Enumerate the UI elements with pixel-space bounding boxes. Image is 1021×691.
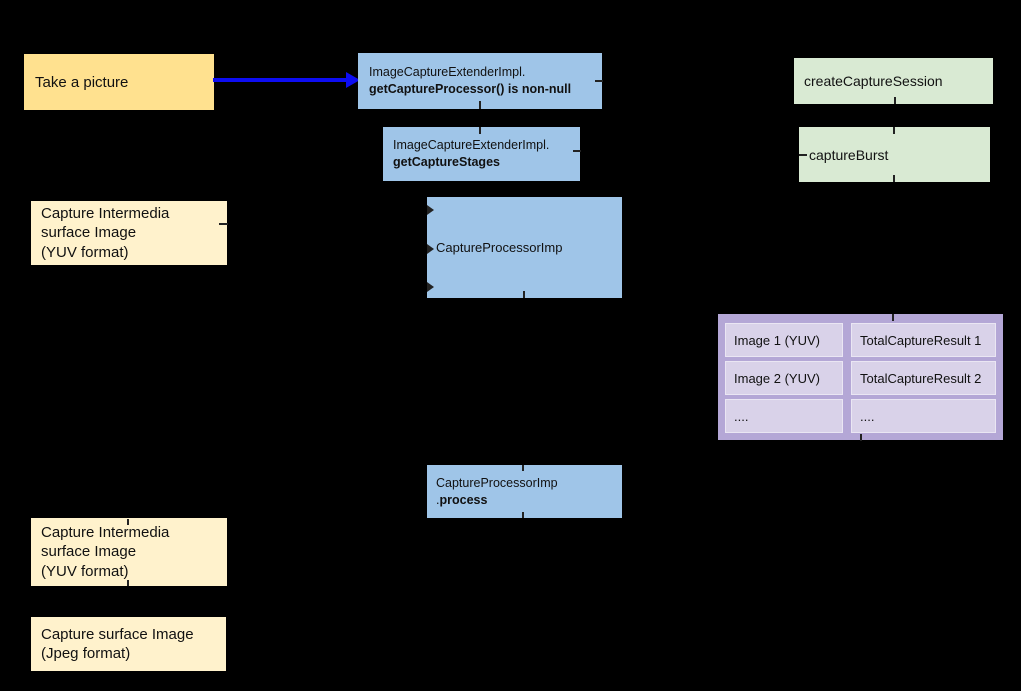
burst-results-table: Image 1 (YUV) TotalCaptureResult 1 Image… bbox=[718, 314, 1003, 440]
flow-arrow-head-icon bbox=[346, 72, 360, 88]
connector-tick bbox=[127, 519, 129, 525]
get-capture-processor-node: ImageCaptureExtenderImpl. getCaptureProc… bbox=[358, 53, 602, 109]
connector-tick bbox=[219, 223, 228, 225]
create-capture-session-node: createCaptureSession bbox=[794, 58, 993, 104]
connector-tick bbox=[127, 580, 129, 586]
node-line: .process bbox=[436, 492, 488, 507]
table-cell-result-2: TotalCaptureResult 2 bbox=[851, 361, 996, 395]
node-line: Capture Intermedia bbox=[41, 204, 170, 222]
node-line: CaptureProcessorImp bbox=[436, 475, 558, 490]
connector-tick bbox=[892, 314, 894, 321]
connector-tick bbox=[573, 150, 581, 152]
connector-arrowhead-icon bbox=[427, 244, 434, 254]
node-line: (YUV format) bbox=[41, 562, 129, 580]
table-cell-result-more: .... bbox=[851, 399, 996, 433]
capture-burst-node: captureBurst bbox=[799, 127, 990, 182]
connector-tick bbox=[522, 465, 524, 471]
node-label: CaptureProcessorImp bbox=[436, 240, 563, 255]
capture-surface-jpeg-node: Capture surface Image (Jpeg format) bbox=[31, 617, 226, 671]
capture-intermedia-surface-node-2: Capture Intermedia surface Image (YUV fo… bbox=[31, 518, 227, 586]
node-line: (YUV format) bbox=[41, 243, 129, 261]
connector-tick bbox=[523, 291, 525, 298]
take-a-picture-node: Take a picture bbox=[24, 54, 214, 110]
connector-tick bbox=[595, 80, 603, 82]
capture-processor-process-node: CaptureProcessorImp .process bbox=[427, 465, 622, 518]
connector-tick bbox=[893, 175, 895, 182]
node-line: surface Image bbox=[41, 543, 137, 561]
node-label: Take a picture bbox=[35, 73, 129, 91]
capture-intermedia-surface-node-1: Capture Intermedia surface Image (YUV fo… bbox=[31, 201, 227, 265]
get-capture-stages-node: ImageCaptureExtenderImpl. getCaptureStag… bbox=[383, 127, 580, 181]
connector-tick bbox=[860, 434, 862, 441]
table-cell-image-more: .... bbox=[725, 399, 843, 433]
capture-processor-imp-node: CaptureProcessorImp bbox=[427, 197, 622, 298]
node-label: createCaptureSession bbox=[804, 73, 943, 89]
node-line: ImageCaptureExtenderImpl. bbox=[393, 138, 550, 152]
connector-arrowhead-icon bbox=[427, 205, 434, 215]
connector-tick bbox=[799, 154, 807, 156]
connector-tick bbox=[893, 127, 895, 134]
node-line: surface Image bbox=[41, 224, 137, 242]
connector-tick bbox=[522, 512, 524, 518]
node-line: (Jpeg format) bbox=[41, 645, 131, 662]
table-cell-image-1: Image 1 (YUV) bbox=[725, 323, 843, 357]
node-line: getCaptureStages bbox=[393, 155, 500, 169]
node-line: ImageCaptureExtenderImpl. bbox=[369, 65, 526, 79]
node-line: Capture surface Image bbox=[41, 625, 194, 643]
node-line: getCaptureProcessor() is non-null bbox=[369, 82, 572, 96]
table-cell-result-1: TotalCaptureResult 1 bbox=[851, 323, 996, 357]
node-label: captureBurst bbox=[809, 146, 889, 163]
connector-tick bbox=[479, 127, 481, 134]
table-cell-image-2: Image 2 (YUV) bbox=[725, 361, 843, 395]
connector-arrowhead-icon bbox=[427, 282, 434, 292]
connector-tick bbox=[894, 97, 896, 104]
node-line: Capture Intermedia bbox=[41, 523, 170, 541]
flow-arrow-line bbox=[213, 78, 347, 82]
connector-tick bbox=[479, 101, 481, 109]
